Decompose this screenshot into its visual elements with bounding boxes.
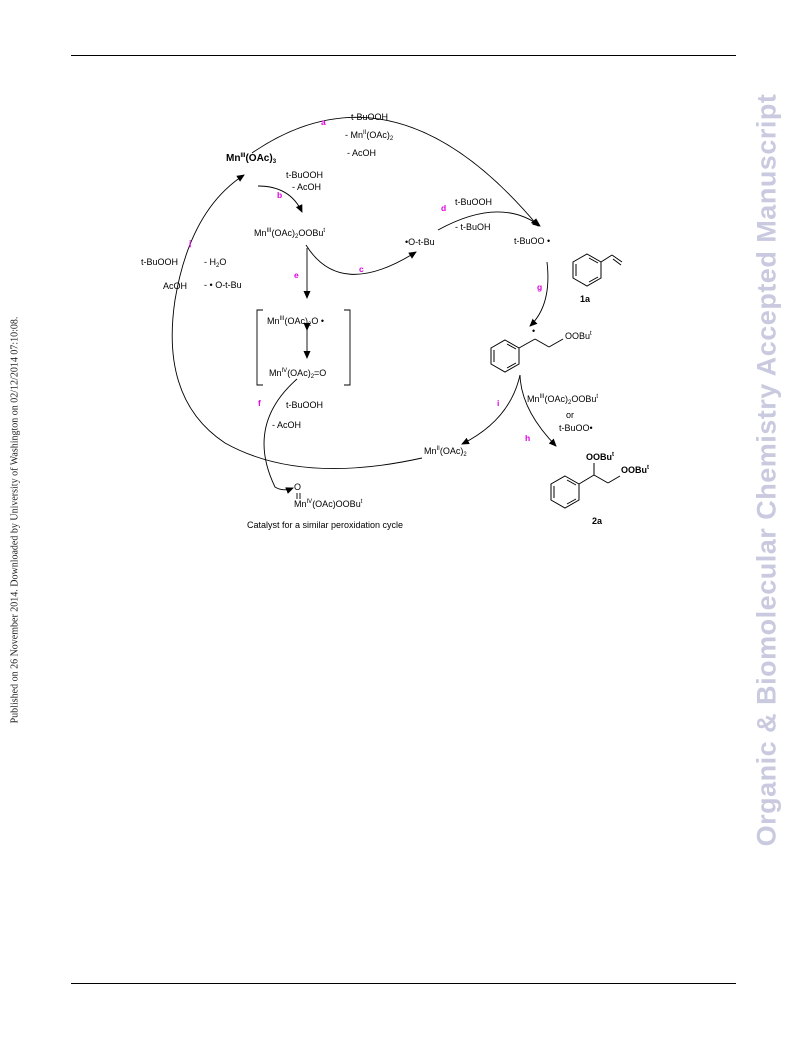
step-i-label: i bbox=[497, 398, 500, 408]
step-h-label: h bbox=[525, 433, 531, 443]
arrow-i bbox=[461, 374, 521, 445]
arrow-g bbox=[529, 261, 549, 327]
product-top-peroxy-group: OOBut bbox=[586, 452, 614, 462]
bracket-left bbox=[256, 309, 263, 386]
step-a-byproduct-acoh: - AcOH bbox=[347, 148, 377, 158]
step-j-label: j bbox=[189, 238, 192, 248]
benzyl-radical-peroxy-group: OOBut bbox=[565, 331, 592, 341]
arrow-h bbox=[519, 374, 557, 447]
step-j-byproduct-water: - H2O bbox=[204, 257, 227, 269]
arrow-j bbox=[171, 174, 423, 470]
tert-butylperoxy-radical: t-BuOO • bbox=[514, 236, 551, 246]
styrene-label: 1a bbox=[580, 294, 591, 304]
arrow-f bbox=[263, 378, 298, 494]
step-a-byproduct-mn: - MnII(OAc)2 bbox=[345, 130, 394, 142]
product-bottom-peroxy-group: OOBut bbox=[621, 465, 649, 475]
mn2-acetate: MnII(OAc)2 bbox=[424, 446, 467, 458]
step-f-reagent: t-BuOOH bbox=[286, 400, 324, 410]
step-g-label: g bbox=[537, 282, 543, 292]
step-d-reagent: t-BuOOH bbox=[455, 197, 493, 207]
top-rule bbox=[71, 55, 736, 56]
mn3-oxyl-species: MnIII(OAc)2O • bbox=[267, 316, 325, 328]
bracket-right bbox=[344, 309, 351, 386]
arrow-a bbox=[251, 116, 539, 227]
step-c-label: c bbox=[359, 264, 364, 274]
step-h-reagent-radical: t-BuOO• bbox=[559, 423, 593, 433]
step-j-reagent: t-BuOOH bbox=[141, 257, 179, 267]
step-h-reagent-mn: MnIII(OAc)2OOBut bbox=[527, 394, 599, 406]
bottom-rule bbox=[71, 983, 736, 984]
step-j-reagent-acid: AcOH bbox=[163, 281, 188, 291]
step-d-byproduct: - t-BuOH bbox=[455, 222, 491, 232]
step-a-reagent: t-BuOOH bbox=[351, 112, 389, 122]
step-a-label: a bbox=[321, 117, 326, 127]
benzyl-radical-structure bbox=[490, 338, 564, 373]
mn3-acetate-catalyst: MnIII(OAc)3 bbox=[226, 153, 277, 165]
step-e-label: e bbox=[294, 270, 299, 280]
arrow-c bbox=[305, 244, 417, 275]
product-2a-structure bbox=[550, 463, 621, 509]
scheme-caption: Catalyst for a similar peroxidation cycl… bbox=[247, 520, 404, 530]
step-b-reagent: t-BuOOH bbox=[286, 170, 324, 180]
mn3-peroxo-complex: MnIII(OAc)2OOBut bbox=[254, 228, 326, 240]
mn4-oxo-peroxo-catalyst: MnIV(OAc)OOBut bbox=[294, 499, 363, 509]
step-b-label: b bbox=[277, 190, 283, 200]
step-j-byproduct-radical: - • O-t-Bu bbox=[204, 280, 242, 290]
step-h-or: or bbox=[566, 410, 575, 420]
mn4-oxo-species: MnIV(OAc)2=O bbox=[269, 368, 327, 380]
mn4-oxo-o-atom: O bbox=[294, 482, 302, 492]
benzyl-radical-dot: • bbox=[532, 326, 536, 336]
arrow-b bbox=[257, 185, 303, 213]
styrene-structure bbox=[572, 253, 623, 287]
product-label: 2a bbox=[592, 516, 603, 526]
step-d-label: d bbox=[441, 203, 447, 213]
step-f-byproduct: - AcOH bbox=[272, 420, 302, 430]
tert-butoxy-radical: •O-t-Bu bbox=[405, 237, 435, 247]
step-b-byproduct: - AcOH bbox=[292, 182, 322, 192]
step-f-label: f bbox=[258, 398, 261, 408]
arrow-d bbox=[437, 211, 541, 231]
